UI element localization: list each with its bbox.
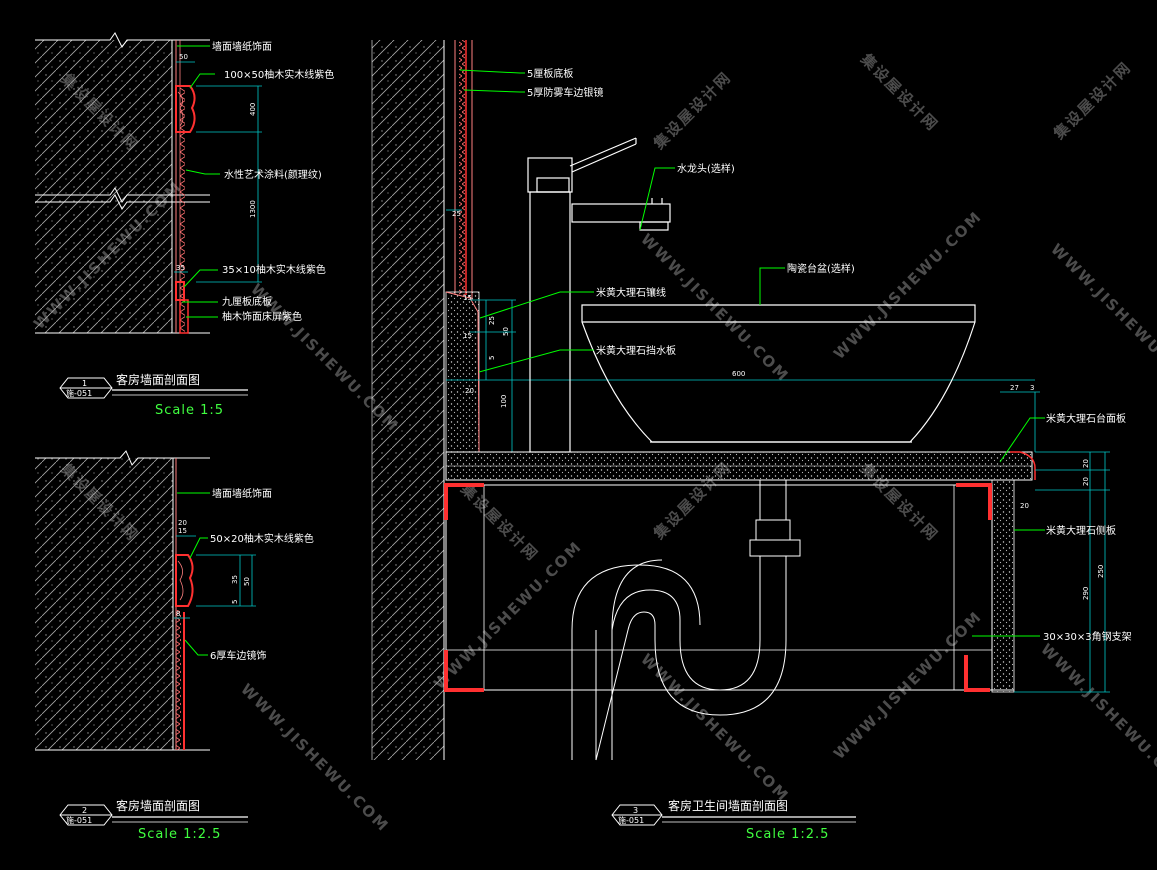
detail-1-section: 50 400 1300 35 墙面墙纸饰面 100×50柚木实木线紫色 水性艺术… [35, 32, 334, 418]
label-faucet: 水龙头(选样) [677, 162, 735, 175]
dim-50: 50 [243, 577, 251, 586]
watermark-en: WWW.JISHEWU.COM [830, 607, 986, 763]
marble-side-panel [991, 479, 1015, 693]
dim-15: 15 [463, 294, 472, 302]
label-plywood-base: 九厘板底板 [222, 295, 272, 308]
dim-5: 5 [231, 600, 239, 604]
dim-1300: 1300 [249, 200, 257, 218]
watermark-en: WWW.JISHEWU.COM [430, 537, 586, 693]
label-marble-countertop: 米黄大理石台面板 [1046, 412, 1126, 425]
detail-2-title-block: 2 施-051 客房墙面剖面图 Scale 1:2.5 [59, 798, 248, 842]
label-moulding-100x50: 100×50柚木实木线紫色 [224, 68, 334, 81]
dim-290: 290 [1082, 587, 1090, 600]
label-wallpaper: 墙面墙纸饰面 [212, 40, 272, 53]
dim-20: 20 [1020, 502, 1029, 510]
detail-3-title-block: 3 施-051 客房卫生间墙面剖面图 Scale 1:2.5 [611, 798, 856, 842]
dim-20: 20 [178, 519, 187, 527]
title-3-ref: 施-051 [618, 815, 644, 825]
title-1-name: 客房墙面剖面图 [116, 372, 200, 387]
detail-1-title-block: 1 施-051 客房墙面剖面图 Scale 1:5 [59, 372, 248, 418]
watermark-cn: 集设屋设计网 [856, 49, 942, 135]
break-line [35, 187, 210, 203]
concrete-wall-hatch [35, 40, 172, 333]
dim-35: 35 [176, 264, 185, 272]
title-1-number: 1 [82, 379, 87, 388]
watermark-cn: 集设屋设计网 [1049, 58, 1135, 144]
watermark-en: WWW.JISHEWU.COM [1037, 640, 1157, 796]
dim-5: 5 [488, 356, 496, 360]
watermark-en: WWW.JISHEWU.COM [830, 207, 986, 363]
dim-400: 400 [249, 103, 257, 116]
label-5mm-board: 5厘板底板 [527, 67, 573, 80]
dim-35: 35 [231, 575, 239, 584]
angle-steel-frame [444, 483, 1014, 692]
dim-25: 25 [488, 316, 496, 325]
title-3-scale: Scale 1:2.5 [746, 827, 829, 842]
title-2-number: 2 [82, 806, 87, 815]
dim-250: 250 [1097, 565, 1105, 578]
concrete-wall-hatch [372, 40, 444, 760]
label-art-paint: 水性艺术涂料(颜理纹) [224, 168, 322, 181]
dim-8: 8 [176, 610, 180, 618]
label-moulding-50x20: 50×20柚木实木线紫色 [210, 532, 314, 545]
label-moulding-35x10: 35×10柚木实木线紫色 [222, 263, 326, 276]
label-mirror: 6厚车边镜饰 [210, 649, 266, 662]
concrete-wall-hatch [35, 458, 173, 750]
title-2-ref: 施-051 [66, 815, 92, 825]
break-line [35, 32, 210, 48]
dim-600: 600 [732, 370, 745, 378]
watermark-en: WWW.JISHEWU.COM [1047, 240, 1157, 396]
break-line [35, 450, 210, 466]
marble-backsplash [445, 291, 480, 453]
label-wallpaper: 墙面墙纸饰面 [212, 487, 272, 500]
title-2-scale: Scale 1:2.5 [138, 827, 221, 842]
dim-20: 20 [1082, 477, 1090, 486]
title-2-name: 客房墙面剖面图 [116, 798, 200, 813]
watermark-cn: 集设屋设计网 [649, 68, 735, 154]
watermark-layer: 集设屋设计网 集设屋设计网 集设屋设计网 集设屋设计网 集设屋设计网 集设屋设计… [30, 49, 1157, 835]
drain-p-trap [571, 479, 801, 761]
watermark-en: WWW.JISHEWU.COM [637, 230, 793, 386]
label-ceramic-basin: 陶瓷台盆(选样) [787, 262, 855, 275]
watermark-cn: 集设屋设计网 [456, 479, 542, 565]
detail-2-section: 20 15 35 50 5 8 墙面墙纸饰面 50×20柚木实木线紫色 6厚车边… [35, 450, 314, 842]
label-angle-steel: 30×30×3角钢支架 [1043, 630, 1132, 643]
title-3-number: 3 [633, 806, 638, 815]
detail-3-section: 25 15 15 25 5 50 20 100 [371, 40, 1132, 842]
watermark-en: WWW.JISHEWU.COM [237, 680, 393, 836]
title-3-name: 客房卫生间墙面剖面图 [668, 798, 788, 813]
dim-15: 15 [463, 332, 472, 340]
watermark-en: WWW.JISHEWU.COM [637, 650, 793, 806]
dim-20: 20 [465, 387, 474, 395]
dim-25: 25 [452, 210, 461, 218]
dim-3: 3 [1030, 384, 1034, 392]
dim-27: 27 [1010, 384, 1019, 392]
label-marble-side-panel: 米黄大理石侧板 [1046, 524, 1116, 537]
dim-50: 50 [179, 53, 188, 61]
label-marble-backsplash: 米黄大理石挡水板 [596, 344, 676, 357]
label-antifog-mirror: 5厚防雾车边银镜 [527, 86, 603, 99]
break-line [35, 194, 210, 210]
label-marble-inlay: 米黄大理石镶线 [596, 286, 666, 299]
dim-100: 100 [500, 395, 508, 408]
title-1-scale: Scale 1:5 [155, 403, 224, 418]
dim-50: 50 [502, 327, 510, 336]
dim-20: 20 [1082, 459, 1090, 468]
ceramic-basin [581, 304, 976, 443]
wood-moulding-50x20 [175, 554, 194, 607]
label-headboard: 柚木饰面床屏紫色 [222, 310, 302, 323]
title-1-ref: 施-051 [66, 388, 92, 398]
dim-15: 15 [178, 527, 187, 535]
wood-moulding-100x50 [175, 85, 196, 133]
